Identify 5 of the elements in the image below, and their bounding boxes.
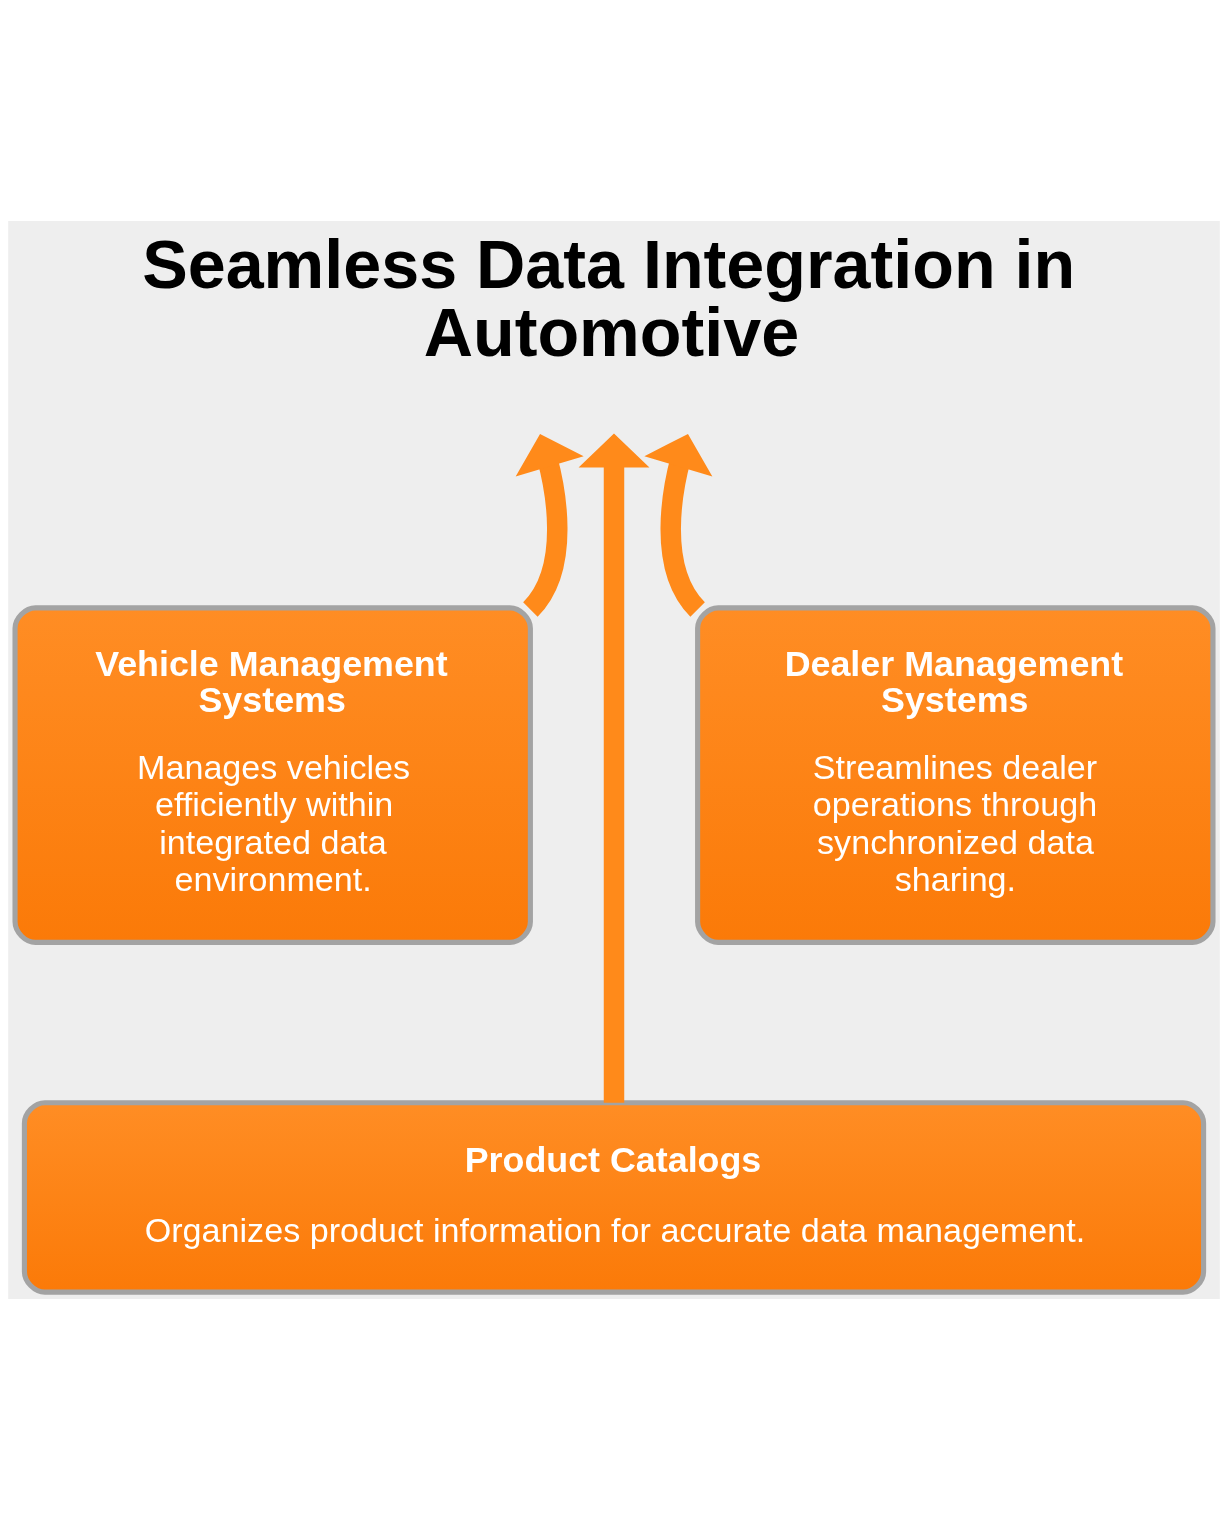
node-box: Dealer Management Systems Streamlines dealer operations through synchronized data sharing. <box>695 605 1216 945</box>
node-box: Product Catalogs Organizes product information for accurate data management. <box>21 1100 1207 1295</box>
arrow <box>578 433 650 1103</box>
node-box: Vehicle Management Systems Manages vehicles efficiently within integrated data environment. <box>12 605 533 945</box>
diagram-title: Seamless Data Integration in Automotive <box>142 225 1076 370</box>
